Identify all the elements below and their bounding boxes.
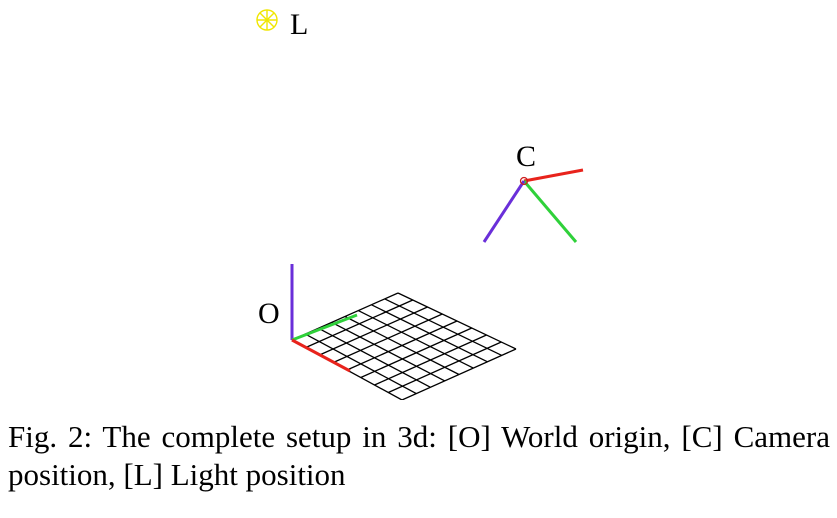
camera-marker	[519, 176, 529, 186]
camera-axis-y	[522, 180, 578, 243]
grid-line	[371, 304, 488, 363]
grid-line	[384, 298, 503, 356]
figure-caption: Fig. 2: The complete setup in 3d: [O] Wo…	[8, 419, 830, 492]
grid-line	[401, 348, 517, 400]
light-icon	[256, 9, 278, 31]
grid-line	[358, 310, 474, 369]
grid-line	[397, 292, 517, 350]
grid-line	[346, 320, 458, 371]
grid-line	[374, 334, 487, 386]
camera-axis-x	[523, 168, 584, 183]
grid-line	[388, 341, 502, 394]
camera-axes	[482, 168, 584, 243]
camera-label: C	[516, 140, 536, 173]
origin-axis-y	[291, 313, 358, 342]
grid-line	[360, 327, 473, 379]
scene-3d-diagram: O C L	[256, 8, 584, 400]
camera-axis-z	[482, 180, 526, 243]
origin-label: O	[258, 297, 280, 330]
origin-axis-x	[291, 338, 351, 373]
world-origin-axes	[290, 264, 358, 373]
light-label: L	[290, 8, 308, 41]
ground-grid	[291, 292, 517, 400]
